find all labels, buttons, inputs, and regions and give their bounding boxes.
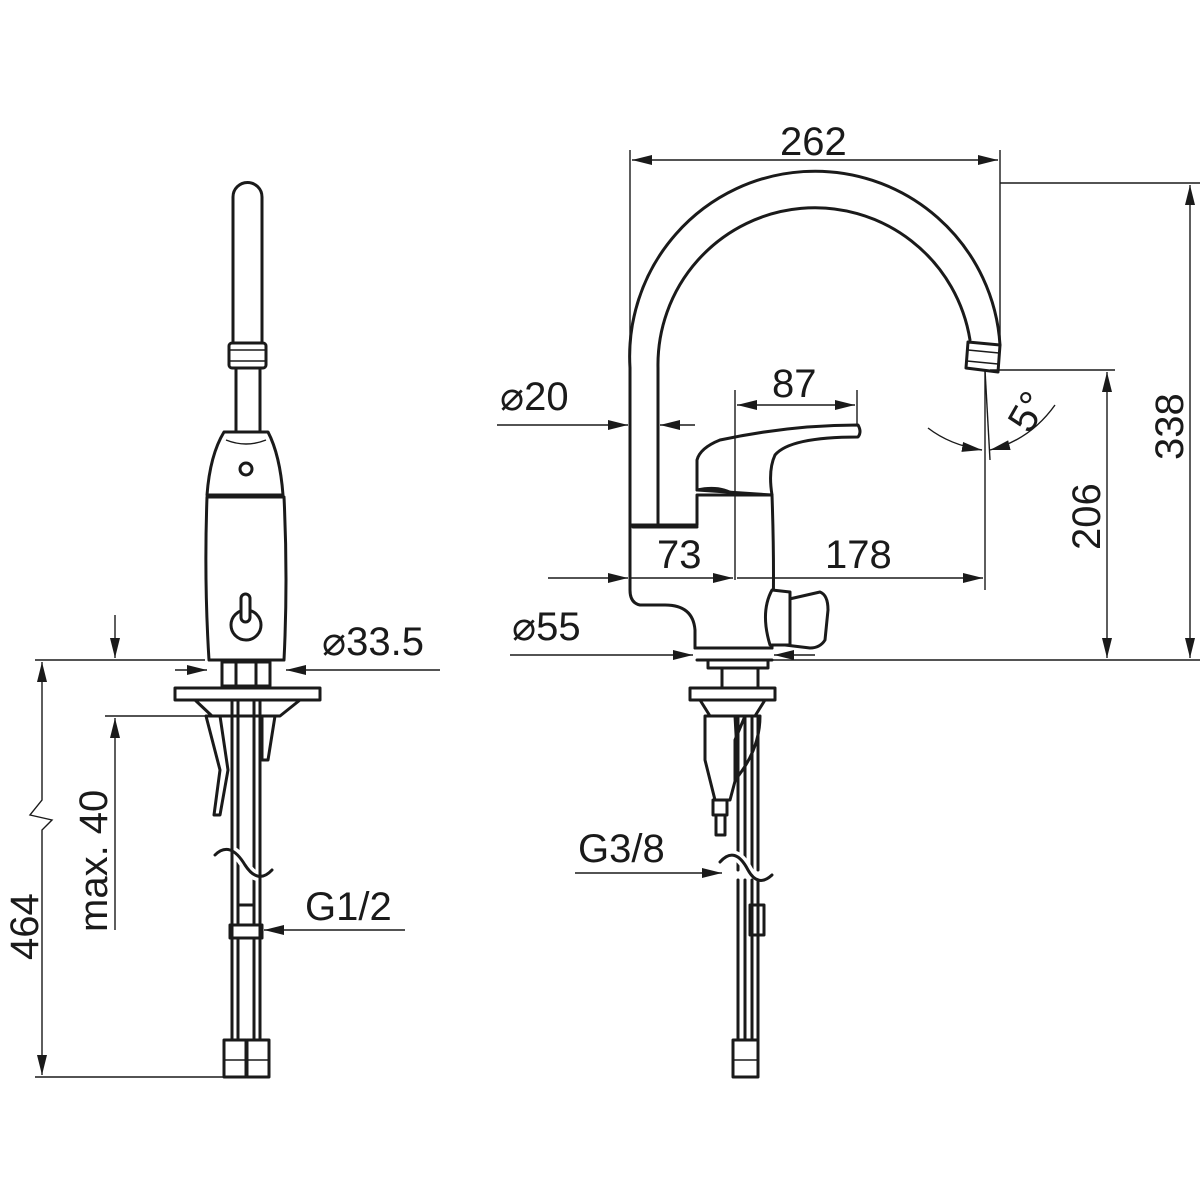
dim-angle: 5° <box>1000 384 1057 439</box>
dim-max-thickness: max. 40 <box>72 790 116 932</box>
dim-base-diameter: ⌀33.5 <box>322 620 424 664</box>
side-view-dimensions: 262 338 206 87 ⌀20 73 178 ⌀55 5° G3/8 <box>497 120 1200 878</box>
side-view-faucet <box>628 169 1002 1079</box>
dim-height: 338 <box>1148 393 1192 460</box>
thread-label-g12: G1/2 <box>305 885 392 929</box>
dim-body-offset: 73 <box>657 533 702 577</box>
dim-body-diameter: ⌀55 <box>512 605 581 649</box>
dim-lever: 87 <box>772 362 817 406</box>
front-view-faucet <box>173 181 322 1079</box>
dim-spout-diameter: ⌀20 <box>500 375 569 419</box>
front-view-dimensions: 464 max. 40 ⌀33.5 G1/2 <box>3 615 440 1078</box>
dim-spout-height: 206 <box>1065 483 1109 550</box>
dim-total-height: 464 <box>3 893 47 960</box>
dim-reach: 262 <box>780 120 847 164</box>
thread-label-g38: G3/8 <box>578 827 665 871</box>
dim-outlet-distance: 178 <box>825 533 892 577</box>
